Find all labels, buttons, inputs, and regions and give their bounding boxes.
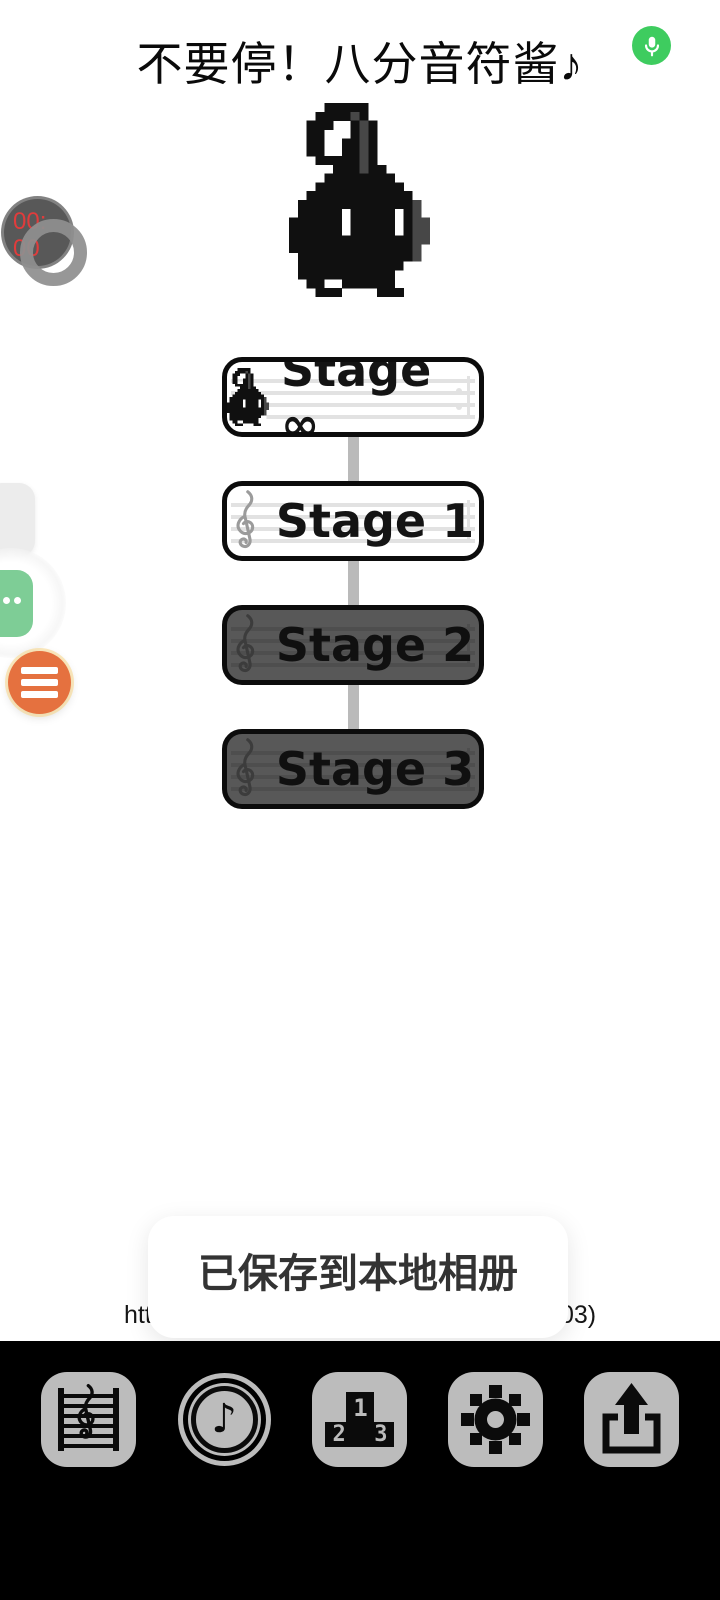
staff-barline [467, 500, 470, 542]
staff-dot [456, 388, 462, 394]
music-score-icon [40, 1372, 136, 1467]
toast-saved: 已保存到本地相册 [148, 1216, 568, 1338]
ellipsis-dots-icon [14, 597, 21, 604]
url-fragment-left: htt [124, 1301, 152, 1329]
background-url-text: htt 03) [0, 1301, 720, 1331]
eighth-note-character [289, 103, 430, 297]
microphone-icon [644, 36, 659, 56]
ranking-tab-button[interactable]: 1 2 3 [312, 1372, 408, 1467]
stage-connector [348, 559, 359, 607]
podium-second: 2 [332, 1422, 346, 1447]
share-upload-icon [584, 1372, 680, 1467]
stage-label: Stage ∞ [281, 357, 432, 437]
hamburger-icon [21, 667, 58, 674]
microphone-button[interactable] [632, 26, 671, 65]
stage-connector [348, 435, 359, 483]
score-tab-button[interactable] [40, 1372, 136, 1467]
treble-clef-icon [236, 490, 255, 549]
settings-gear-icon [448, 1372, 544, 1467]
stage-connector [348, 683, 359, 731]
staff-lines [231, 495, 475, 547]
stage-3-button[interactable]: Stage 3 [222, 729, 484, 809]
chat-bubble-button[interactable] [0, 570, 33, 637]
hamburger-icon [21, 691, 58, 698]
page-title: 不要停！八分音符酱♪ [136, 38, 584, 90]
treble-clef-icon [236, 738, 255, 797]
staff-barline [467, 748, 470, 790]
stage-label: Stage 1 [275, 494, 475, 548]
stage-label: Stage 2 [275, 618, 475, 672]
side-panel-handle[interactable] [0, 483, 35, 557]
podium-third: 3 [374, 1422, 388, 1447]
recorder-ring-button[interactable] [20, 219, 87, 286]
staff-barline [467, 376, 470, 418]
staff-lines [231, 743, 475, 795]
stage-2-button[interactable]: Stage 2 [222, 605, 484, 685]
hamburger-icon [21, 679, 58, 686]
staff-barline [467, 624, 470, 666]
podium-first: 1 [346, 1392, 375, 1424]
treble-clef-icon [236, 614, 255, 673]
eighth-note-glyph: ♪ [211, 1395, 237, 1442]
share-tab-button[interactable] [584, 1372, 680, 1467]
staff-dot [456, 528, 462, 534]
stage-label: Stage 3 [275, 742, 475, 796]
stage-infinity-button[interactable]: Stage ∞ [222, 357, 484, 437]
music-tab-button[interactable]: ♪ [177, 1372, 272, 1467]
podium-base: 2 3 [325, 1422, 395, 1447]
settings-tab-button[interactable] [448, 1372, 544, 1467]
ellipsis-dots-icon [3, 597, 10, 604]
staff-dot [456, 404, 462, 410]
note-character-icon [227, 368, 269, 426]
note-coin-icon: ♪ [187, 1383, 261, 1456]
assistive-menu-button[interactable] [8, 651, 71, 714]
staff-dot [456, 512, 462, 518]
staff-lines [231, 619, 475, 671]
staff-lines [231, 371, 475, 423]
toast-message: 已保存到本地相册 [198, 1252, 518, 1296]
bottom-toolbar: ♪ 1 2 3 [0, 1341, 720, 1600]
stage-1-button[interactable]: Stage 1 [222, 481, 484, 561]
ranking-podium-icon: 1 2 3 [312, 1372, 408, 1467]
